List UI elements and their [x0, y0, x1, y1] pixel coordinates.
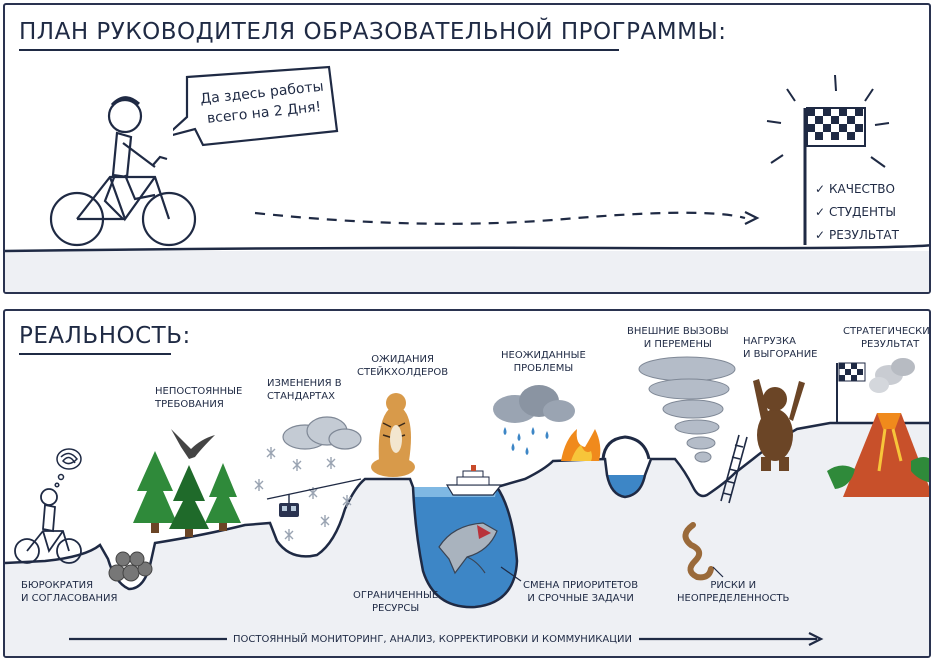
summit-flag-icon — [836, 362, 866, 423]
volcano-icon — [827, 358, 929, 497]
fire-icon — [561, 429, 601, 461]
check-item-students: ✓СТУДЕНТЫ — [815, 201, 899, 224]
snow-cloud-icon — [282, 416, 362, 450]
check-item-quality: ✓КАЧЕСТВО — [815, 178, 899, 201]
plan-title: ПЛАН РУКОВОДИТЕЛЯ ОБРАЗОВАТЕЛЬНОЙ ПРОГРА… — [19, 19, 727, 45]
plan-title-underline — [19, 49, 619, 51]
goals-checklist: ✓КАЧЕСТВО ✓СТУДЕНТЫ ✓РЕЗУЛЬТАТ — [815, 178, 899, 247]
plan-arrow-head — [744, 211, 760, 225]
rain-cloud-icon — [493, 385, 575, 455]
cyclist-icon — [49, 96, 197, 247]
rocks-icon — [108, 551, 153, 582]
shark-icon — [438, 522, 498, 575]
reality-panel: РЕАЛЬНОСТЬ: — [3, 309, 931, 658]
label-monitoring: ПОСТОЯННЫЙ МОНИТОРИНГ, АНАЛИЗ, КОРРЕКТИР… — [233, 634, 632, 645]
cable-car-icon — [266, 478, 362, 517]
snowflakes-icon — [254, 447, 352, 541]
check-icon: ✓ — [815, 182, 826, 196]
tangled-thought-icon — [54, 448, 82, 488]
crow-icon — [171, 429, 215, 459]
check-icon: ✓ — [815, 205, 826, 219]
fir-trees-icon — [133, 451, 241, 537]
plan-ground-line — [5, 244, 929, 253]
pointer-lines — [500, 566, 724, 582]
plan-path-arrow — [254, 211, 746, 225]
plan-illustration — [5, 74, 929, 292]
plan-ground — [5, 251, 929, 292]
bear-icon — [753, 379, 805, 471]
reality-title-underline — [19, 353, 171, 355]
speech-bubble: Да здесь работы всего на 2 Дня! — [173, 65, 341, 151]
monitoring-arrow-head — [808, 632, 824, 646]
plan-panel: ПЛАН РУКОВОДИТЕЛЯ ОБРАЗОВАТЕЛЬНОЙ ПРОГРА… — [3, 3, 931, 294]
ladder-icon — [720, 434, 748, 504]
check-item-result: ✓РЕЗУЛЬТАТ — [815, 224, 899, 247]
tornado-icon — [638, 356, 736, 463]
reality-illustration — [5, 356, 929, 656]
cruise-ship-icon — [445, 465, 503, 496]
check-icon: ✓ — [815, 228, 826, 242]
terrain-line — [5, 421, 929, 609]
reality-title: РЕАЛЬНОСТЬ: — [19, 323, 191, 349]
small-cyclist-icon — [14, 488, 82, 564]
tiger-icon — [371, 393, 415, 477]
arch-bridge-icon — [601, 435, 651, 460]
terrain-fill — [5, 423, 929, 656]
snake-icon — [682, 522, 714, 581]
finish-flag-icon — [766, 74, 890, 245]
